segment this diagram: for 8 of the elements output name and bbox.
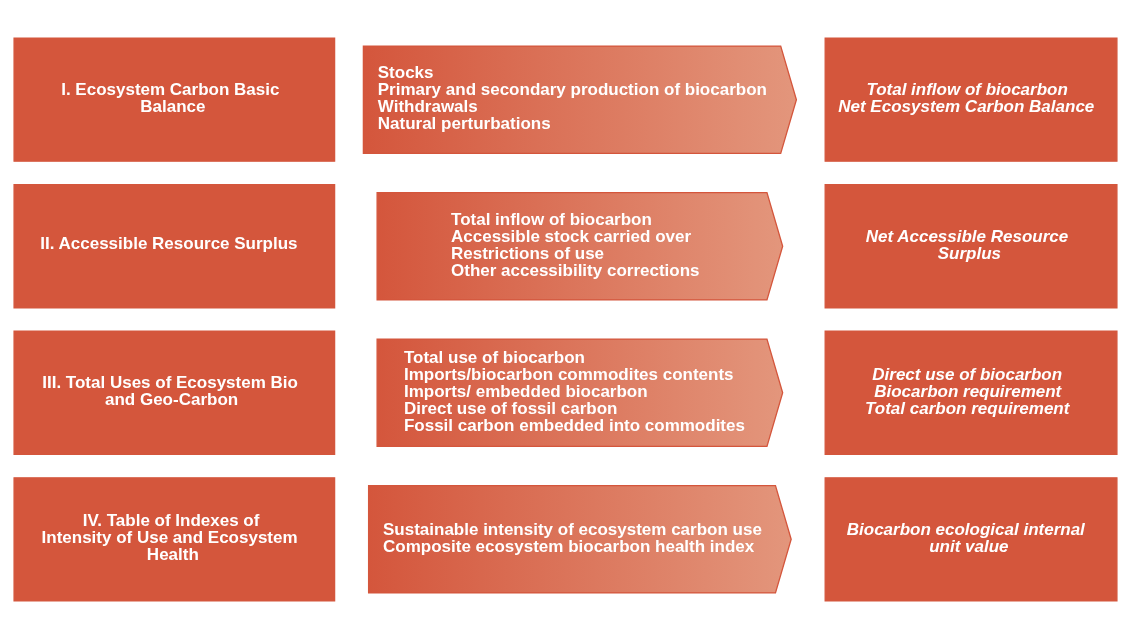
node-box: II. Accessible Resource Surplus [13, 184, 336, 309]
node-box: III. Total Uses of Ecosystem Bio and Geo-Carbon [13, 330, 336, 455]
node-box: IV. Table of Indexes of Intensity of Use and Ecosystem Health [13, 477, 336, 602]
node-box: Total inflow of biocarbon Net Ecosystem Carbon Balance [824, 37, 1118, 162]
node-box: Net Accessible Resource Surplus [824, 184, 1118, 309]
node-box: Direct use of biocarbon Biocarbon requirement Total carbon requirement [824, 330, 1118, 455]
node-box: I. Ecosystem Carbon Basic Balance [13, 37, 336, 162]
node-box: Biocarbon ecological internal unit value [824, 477, 1118, 602]
